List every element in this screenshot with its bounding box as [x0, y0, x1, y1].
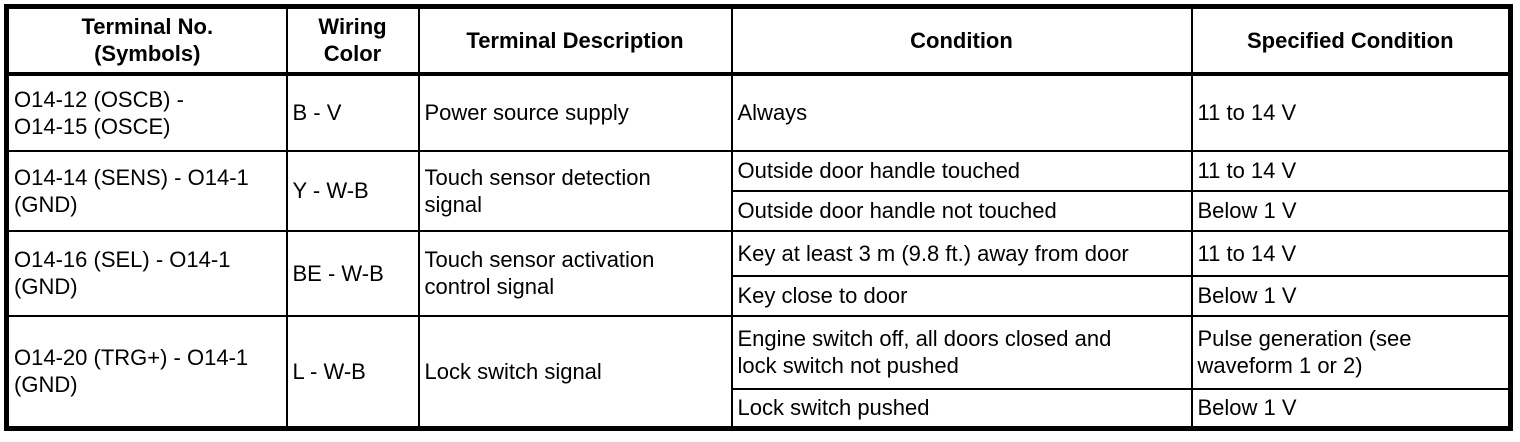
cell-condition: Always: [730, 72, 1193, 152]
cell-specified-condition: Below 1 V: [1190, 387, 1512, 430]
cell-specified-condition: Below 1 V: [1190, 274, 1512, 317]
cell-condition: Outside door handle not touched: [730, 189, 1193, 232]
cell-condition: Key at least 3 m (9.8 ft.) away from doo…: [730, 229, 1193, 277]
cell-specified-condition: Below 1 V: [1190, 189, 1512, 232]
cell-specified-condition: Pulse generation (see waveform 1 or 2): [1190, 314, 1512, 390]
table-subrow: Lock switch pushed Below 1 V: [7, 387, 1512, 430]
cell-terminal: O14-16 (SEL) - O14-1 (GND): [5, 229, 288, 317]
column-header-terminal-no: Terminal No. (Symbols): [5, 5, 288, 76]
cell-specified-condition: 11 to 14 V: [1190, 229, 1512, 277]
cell-wiring-color: Y - W-B: [285, 149, 420, 232]
cell-specified-condition: 11 to 14 V: [1190, 72, 1512, 152]
table-subrow: Outside door handle not touched Below 1 …: [7, 189, 1512, 232]
cell-condition: Outside door handle touched: [730, 149, 1193, 192]
table-row: O14-12 (OSCB) - O14-15 (OSCE) B - V Powe…: [5, 72, 1512, 152]
column-header-terminal-description: Terminal Description: [417, 5, 733, 76]
table-subrow: Key close to door Below 1 V: [7, 274, 1512, 317]
table-row: O14-20 (TRG+) - O14-1 (GND) L - W-B Lock…: [5, 314, 1512, 430]
terminal-spec-table: Terminal No. (Symbols) Wiring Color Term…: [4, 4, 1513, 431]
cell-description: Power source supply: [417, 72, 733, 152]
cell-description: Lock switch signal: [417, 314, 733, 430]
table-row: O14-14 (SENS) - O14-1 (GND) Y - W-B Touc…: [5, 149, 1512, 232]
cell-terminal: O14-12 (OSCB) - O14-15 (OSCE): [5, 72, 288, 152]
cell-condition: Key close to door: [730, 274, 1193, 317]
cell-description: Touch sensor activation control signal: [417, 229, 733, 317]
cell-specified-condition: 11 to 14 V: [1190, 149, 1512, 192]
column-header-wiring-color: Wiring Color: [285, 5, 420, 76]
cell-terminal: O14-20 (TRG+) - O14-1 (GND): [5, 314, 288, 430]
column-header-specified-condition: Specified Condition: [1190, 5, 1512, 76]
cell-condition: Lock switch pushed: [730, 387, 1193, 430]
cell-terminal: O14-14 (SENS) - O14-1 (GND): [5, 149, 288, 232]
cell-wiring-color: L - W-B: [285, 314, 420, 430]
cell-condition: Engine switch off, all doors closed and …: [730, 314, 1193, 390]
header-row: Terminal No. (Symbols) Wiring Color Term…: [5, 5, 1512, 76]
cell-wiring-color: BE - W-B: [285, 229, 420, 317]
column-header-condition: Condition: [730, 5, 1193, 76]
cell-description: Touch sensor detection signal: [417, 149, 733, 232]
cell-wiring-color: B - V: [285, 72, 420, 152]
table-row: O14-16 (SEL) - O14-1 (GND) BE - W-B Touc…: [5, 229, 1512, 317]
